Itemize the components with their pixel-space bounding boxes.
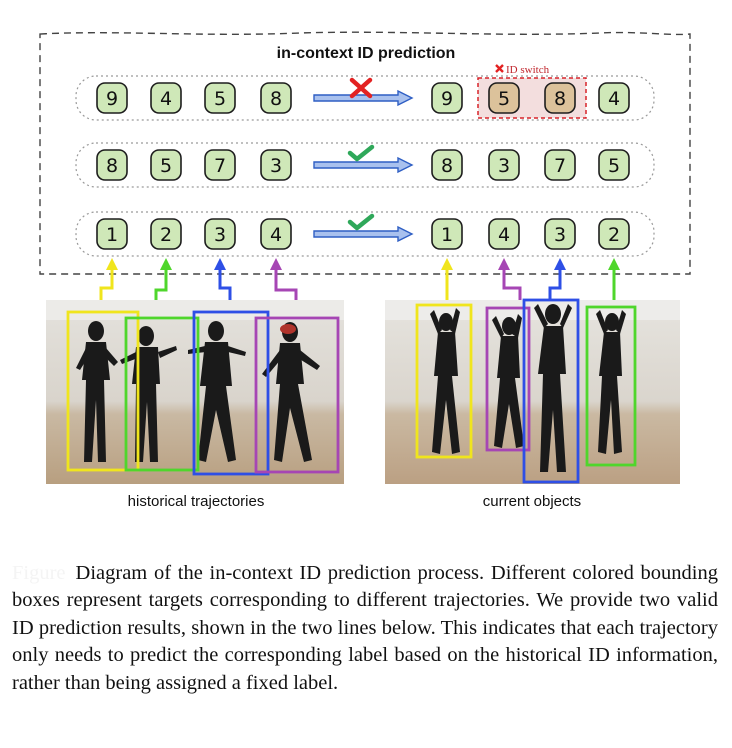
history-id-token: 3 — [260, 149, 292, 181]
token-label: 7 — [214, 155, 226, 177]
id-row-1: ID switch 9 4 5 8 9 5 8 4 — [75, 64, 655, 121]
diagram-title: in-context ID prediction — [277, 45, 456, 62]
history-id-token: 8 — [260, 82, 292, 114]
arrowhead-purple-left — [270, 258, 282, 270]
predicted-id-token: 8 — [544, 82, 576, 114]
token-label: 1 — [106, 224, 118, 246]
predicted-id-token: 5 — [598, 149, 630, 181]
predicted-id-token: 3 — [488, 149, 520, 181]
token-label: 8 — [270, 88, 282, 110]
id-switch-cross-icon — [495, 64, 504, 73]
cross-icon — [349, 77, 373, 99]
predicted-id-token: 3 — [544, 218, 576, 250]
connector-purple-right — [502, 268, 522, 308]
figure-diagram: in-context ID prediction ID switch 9 4 5 8 9 5… — [39, 31, 691, 510]
arrowhead-green-right — [608, 258, 620, 270]
prediction-arrow — [313, 225, 414, 243]
arrowhead-yellow-left — [106, 258, 118, 270]
token-label: 2 — [608, 224, 620, 246]
token-label: 5 — [160, 155, 172, 177]
predicted-id-token: 1 — [431, 218, 463, 250]
token-label: 8 — [441, 155, 453, 177]
prediction-arrow — [313, 89, 414, 107]
token-label: 4 — [498, 224, 510, 246]
history-id-token: 8 — [96, 149, 128, 181]
history-id-token: 5 — [150, 149, 182, 181]
token-label: 5 — [214, 88, 226, 110]
history-id-token: 4 — [150, 82, 182, 114]
row-dotted-frame — [75, 75, 655, 121]
history-id-token: 1 — [96, 218, 128, 250]
history-id-token: 5 — [204, 82, 236, 114]
token-label: 5 — [498, 88, 510, 110]
arrowhead-green-left — [160, 258, 172, 270]
arrowhead-purple-right — [498, 258, 510, 270]
check-icon — [347, 144, 375, 162]
row-dotted-frame — [75, 142, 655, 188]
token-label: 9 — [106, 88, 118, 110]
left-panel-label: historical trajectories — [128, 493, 265, 510]
prediction-arrow — [313, 156, 414, 174]
arrowhead-blue-left — [214, 258, 226, 270]
right-panel-label: current objects — [483, 493, 581, 510]
token-label: 3 — [554, 224, 566, 246]
history-id-token: 3 — [204, 218, 236, 250]
token-label: 4 — [608, 88, 620, 110]
connector-blue-right — [548, 268, 562, 300]
token-label: 4 — [160, 88, 172, 110]
predicted-id-token: 4 — [488, 218, 520, 250]
predicted-id-token: 9 — [431, 82, 463, 114]
history-id-token: 9 — [96, 82, 128, 114]
arrowhead-blue-right — [554, 258, 566, 270]
check-icon — [347, 213, 375, 231]
id-row-2: 8 5 7 3 8 3 7 5 — [75, 142, 655, 188]
id-prediction-rows: ID switch 9 4 5 8 9 5 8 4 8 5 7 3 8 3 7 5 1 2 3 4 1 4 3 2 — [75, 64, 655, 257]
token-label: 3 — [214, 224, 226, 246]
token-label: 3 — [270, 155, 282, 177]
caption-figure-label: Figure — [12, 561, 66, 584]
predicted-id-token: 2 — [598, 218, 630, 250]
dancer-silhouettes-right — [430, 304, 626, 472]
id-row-3: 1 2 3 4 1 4 3 2 — [75, 211, 655, 257]
token-label: 5 — [608, 155, 620, 177]
predicted-id-token: 5 — [488, 82, 520, 114]
bounding-boxes-right — [415, 298, 637, 484]
history-id-token: 7 — [204, 149, 236, 181]
token-label: 9 — [441, 88, 453, 110]
predicted-id-token: 4 — [598, 82, 630, 114]
token-label: 1 — [441, 224, 453, 246]
token-label: 8 — [106, 155, 118, 177]
row-dotted-frame — [75, 211, 655, 257]
token-label: 7 — [554, 155, 566, 177]
history-id-token: 4 — [260, 218, 292, 250]
caption-text: Diagram of the in-context ID prediction … — [12, 561, 718, 694]
predicted-id-token: 7 — [544, 149, 576, 181]
id-switch-label: ID switch — [495, 64, 550, 76]
outer-dashed-border — [39, 31, 691, 275]
token-label: 2 — [160, 224, 172, 246]
token-label: 4 — [270, 224, 282, 246]
trajectory-connectors — [99, 258, 620, 318]
token-label: 3 — [498, 155, 510, 177]
token-label: 8 — [554, 88, 566, 110]
bounding-boxes-left — [66, 310, 340, 476]
arrowhead-yellow-right — [441, 258, 453, 270]
predicted-id-token: 8 — [431, 149, 463, 181]
history-id-token: 2 — [150, 218, 182, 250]
current-objects-photo — [385, 298, 680, 484]
historical-trajectories-photo — [46, 300, 344, 484]
id-switch-text: ID switch — [506, 64, 550, 76]
